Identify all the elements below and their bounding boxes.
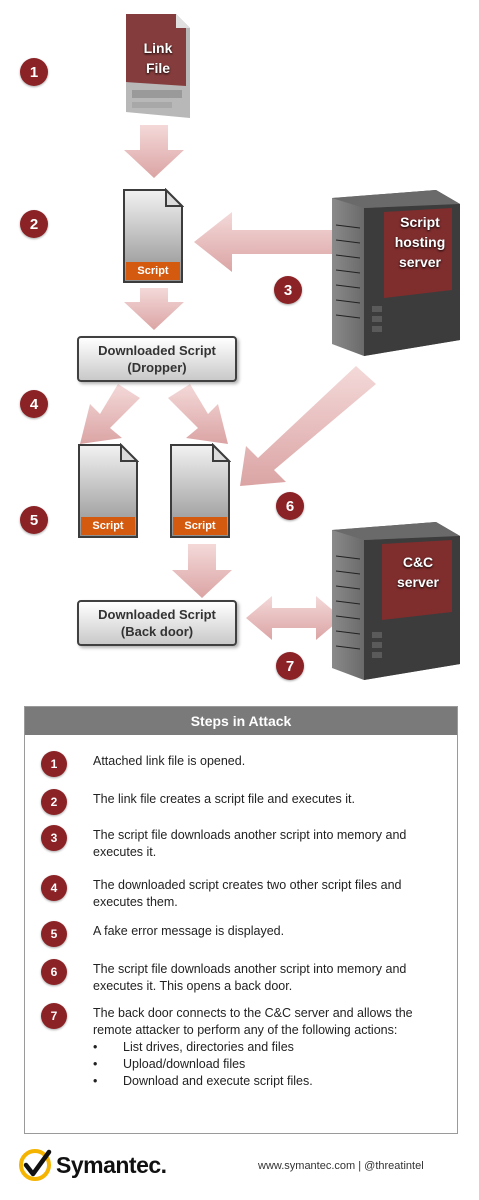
step-number: 6 (41, 959, 67, 985)
steps-title: Steps in Attack (25, 707, 457, 735)
step-number: 5 (41, 921, 67, 947)
marker-1: 1 (20, 58, 48, 86)
script-tag: Script (81, 517, 135, 535)
marker-7: 7 (276, 652, 304, 680)
step-number: 7 (41, 1003, 67, 1029)
cc-server-label: C&C server (388, 552, 448, 592)
step-text: The back door connects to the C&C server… (93, 1005, 443, 1090)
bullet-item: List drives, directories and files (93, 1039, 443, 1056)
brand-name: Symantec. (56, 1151, 167, 1178)
arrow-script-to-backdoor (172, 544, 232, 598)
step-number: 1 (41, 751, 67, 777)
arrow-dropper-to-script-b (168, 384, 228, 444)
arrow-script-to-dropper (124, 288, 184, 330)
backdoor-box-line2: (Back door) (120, 624, 194, 639)
dropper-box-line2: (Dropper) (127, 360, 187, 375)
arrow-server-to-script-b (240, 366, 376, 486)
document-icon (123, 188, 184, 283)
link-file-line2: File (145, 60, 171, 76)
hosting-server-line1: Script (400, 214, 440, 230)
symantec-logo: Symantec. (18, 1148, 167, 1182)
bullet-item: Download and execute script files. (93, 1073, 443, 1090)
marker-4: 4 (20, 390, 48, 418)
backdoor-box: Downloaded Script (Back door) (77, 600, 237, 646)
link-file-graphic (126, 14, 190, 118)
cc-server-line1: C&C (402, 554, 434, 570)
step-text: The link file creates a script file and … (93, 792, 355, 806)
hosting-server-graphic (332, 190, 460, 356)
bullet-item: Upload/download files (93, 1056, 443, 1073)
step-7-text: The back door connects to the C&C server… (93, 1006, 413, 1037)
arrow-dropper-to-script-a (80, 384, 140, 444)
step-text: The downloaded script creates two other … (93, 878, 402, 909)
document-icon (170, 443, 231, 538)
script-file-1: Script (122, 188, 184, 284)
marker-2: 2 (20, 210, 48, 238)
step-number: 2 (41, 789, 67, 815)
document-icon (78, 443, 139, 538)
backdoor-box-line1: Downloaded Script (98, 607, 216, 622)
step-number: 3 (41, 825, 67, 851)
step-text: The script file downloads another script… (93, 962, 407, 993)
marker-3: 3 (274, 276, 302, 304)
link-file-label: Link File (130, 38, 186, 78)
script-tag: Script (126, 262, 180, 280)
step-text: Attached link file is opened. (93, 754, 246, 768)
cc-server-graphic (332, 522, 460, 680)
hosting-server-label: Script hosting server (390, 212, 450, 272)
cc-server-line2: server (396, 574, 440, 590)
dropper-box: Downloaded Script (Dropper) (77, 336, 237, 382)
step-number: 4 (41, 875, 67, 901)
dropper-box-line1: Downloaded Script (98, 343, 216, 358)
script-file-3: Script (169, 443, 231, 539)
arrow-backdoor-cc (246, 596, 342, 640)
step-text: A fake error message is displayed. (93, 924, 285, 938)
checkmark-logo-icon (19, 1149, 52, 1181)
step-text: The script file downloads another script… (93, 828, 407, 859)
script-tag: Script (173, 517, 227, 535)
footer-links: www.symantec.com | @threatintel (258, 1160, 424, 1172)
hosting-server-line2: hosting (394, 234, 446, 250)
script-file-2: Script (77, 443, 139, 539)
arrow-server-to-script (194, 212, 340, 272)
link-file-line1: Link (143, 40, 173, 56)
arrow-link-to-script (124, 125, 184, 178)
marker-6: 6 (276, 492, 304, 520)
marker-5: 5 (20, 506, 48, 534)
steps-panel: Steps in Attack 1 Attached link file is … (24, 706, 458, 1134)
hosting-server-line3: server (398, 254, 442, 270)
